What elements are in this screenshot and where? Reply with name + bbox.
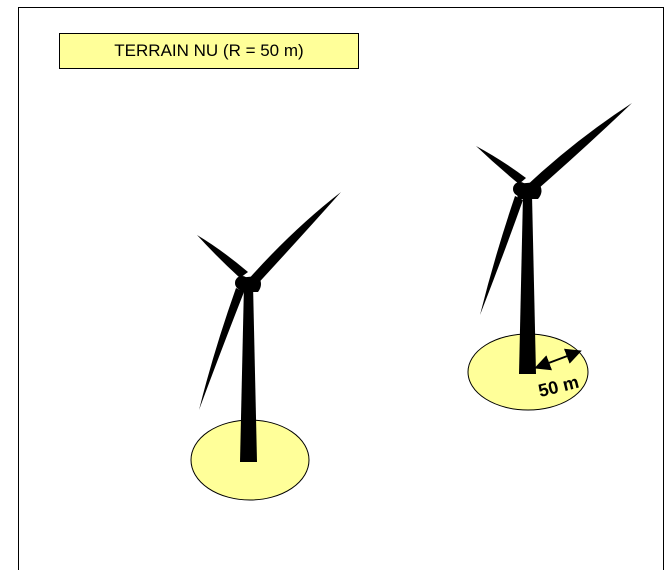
radius-arrow: [534, 348, 582, 371]
wind-turbine-icon: [476, 103, 632, 374]
title-box: TERRAIN NU (R = 50 m): [59, 33, 359, 69]
diagram-frame: [18, 7, 664, 570]
turbine-left: [190, 192, 341, 501]
title-text: TERRAIN NU (R = 50 m): [114, 41, 304, 60]
turbine-right: 50 m: [467, 103, 632, 411]
wind-turbine-icon: [197, 192, 341, 462]
